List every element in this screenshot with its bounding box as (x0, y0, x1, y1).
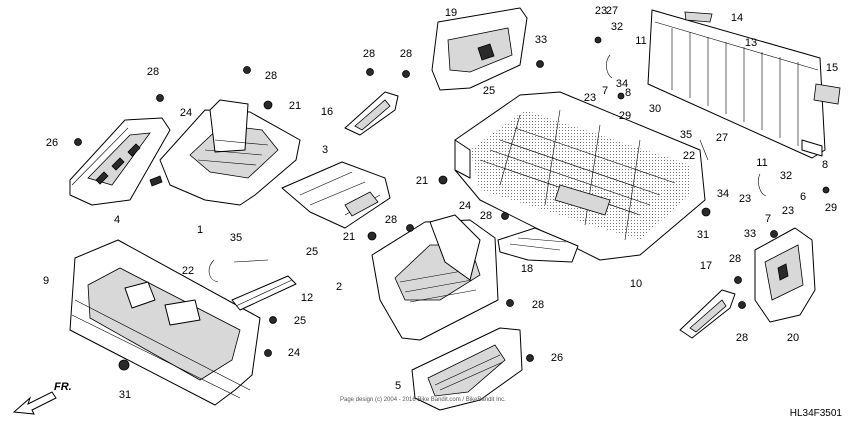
copyright-text: Page design (c) 2004 - 2016 Bike Bandit.… (340, 397, 506, 403)
callout-25: 25 (306, 246, 318, 258)
callout-32: 32 (611, 21, 623, 33)
callout-22: 22 (683, 150, 695, 162)
callout-35: 35 (230, 232, 242, 244)
callout-29: 29 (619, 110, 631, 122)
callout-24: 24 (180, 107, 192, 119)
callout-10: 10 (630, 278, 642, 290)
callout-23: 23 (595, 5, 607, 17)
callout-25: 25 (294, 315, 306, 327)
callout-6: 6 (800, 191, 806, 203)
callout-12: 12 (301, 292, 313, 304)
callout-9: 9 (43, 275, 49, 287)
callout-4: 4 (114, 214, 120, 226)
diagram-code: HL34F3501 (790, 408, 843, 419)
part-1-front-floor (149, 99, 301, 206)
part-9-front-panel (69, 239, 261, 406)
callout-33: 33 (744, 228, 756, 240)
callout-28: 28 (532, 299, 544, 311)
callout-33: 33 (535, 34, 547, 46)
callout-34: 34 (717, 188, 729, 200)
callout-18: 18 (521, 263, 533, 275)
part-20-side-cover (754, 227, 816, 323)
callout-28: 28 (729, 253, 741, 265)
callout-3: 3 (322, 144, 328, 156)
callout-24: 24 (459, 200, 471, 212)
callout-34: 34 (616, 78, 628, 90)
part-10-main-floor (454, 91, 706, 261)
callout-11: 11 (756, 157, 767, 169)
callout-5: 5 (395, 380, 401, 392)
callout-28: 28 (265, 70, 277, 82)
part-2-rear-floor (371, 214, 499, 341)
part-5-step-tray (411, 327, 523, 411)
callout-23: 23 (782, 205, 794, 217)
callout-28: 28 (147, 66, 159, 78)
callout-13: 13 (745, 37, 757, 49)
callout-17: 17 (700, 260, 712, 272)
callout-7: 7 (765, 213, 771, 225)
callout-26: 26 (551, 352, 563, 364)
callout-28: 28 (400, 48, 412, 60)
callout-25: 25 (483, 85, 495, 97)
part-drawings (69, 7, 841, 411)
callout-27: 27 (606, 5, 618, 17)
part-3-panel (281, 161, 391, 229)
part-17-bracket (679, 289, 736, 339)
part-18-floor-plate (497, 227, 579, 263)
callout-23: 23 (739, 193, 751, 205)
callout-30: 30 (649, 103, 661, 115)
callout-28: 28 (363, 48, 375, 60)
callout-2: 2 (336, 281, 342, 293)
callout-22: 22 (182, 265, 194, 277)
callout-8: 8 (822, 159, 828, 171)
part-19-upper-cover (431, 7, 528, 91)
callout-19: 19 (445, 7, 457, 19)
callout-8: 8 (625, 87, 631, 99)
callout-7: 7 (602, 85, 608, 97)
callout-21: 21 (289, 100, 301, 112)
callout-28: 28 (736, 332, 748, 344)
part-14-latch (684, 11, 713, 23)
callout-27: 27 (716, 132, 728, 144)
part-16-bracket (344, 91, 399, 136)
callout-16: 16 (321, 106, 333, 118)
part-4-side-cover (69, 117, 171, 206)
callout-35: 35 (680, 129, 692, 141)
callout-14: 14 (731, 12, 743, 24)
callout-28: 28 (385, 214, 397, 226)
callout-31: 31 (119, 389, 131, 401)
callout-1: 1 (197, 224, 203, 236)
callout-11: 11 (635, 35, 646, 47)
part-12-rail (231, 275, 297, 311)
part-15-latch (813, 83, 841, 105)
callout-28: 28 (480, 210, 492, 222)
callout-15: 15 (826, 62, 838, 74)
part-13-tailgate (647, 9, 826, 159)
callout-29: 29 (825, 202, 837, 214)
callout-31: 31 (697, 229, 709, 241)
front-direction-arrow: FR. (12, 381, 72, 415)
callout-21: 21 (416, 175, 428, 187)
callout-32: 32 (780, 170, 792, 182)
callout-20: 20 (787, 332, 799, 344)
hardware (74, 36, 830, 371)
callout-26: 26 (46, 137, 58, 149)
front-direction-label: FR. (54, 381, 72, 393)
callout-24: 24 (288, 347, 300, 359)
callout-23: 23 (584, 92, 596, 104)
callout-21: 21 (343, 231, 355, 243)
